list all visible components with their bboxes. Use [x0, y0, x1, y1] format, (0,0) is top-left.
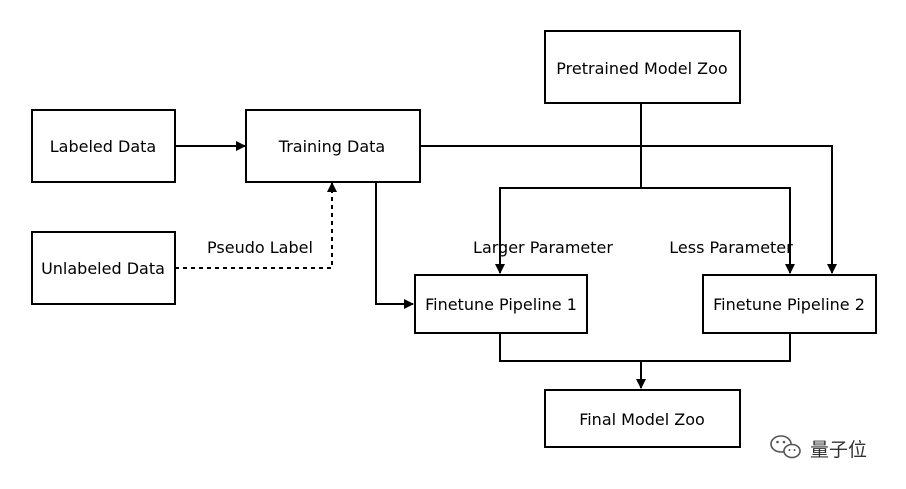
node-label: Pretrained Model Zoo — [556, 59, 727, 78]
node-unlabeled-data: Unlabeled Data — [31, 231, 176, 305]
node-label: Unlabeled Data — [41, 259, 165, 278]
watermark: 量子位 — [770, 435, 867, 461]
node-label: Training Data — [278, 137, 385, 156]
node-final-model-zoo: Final Model Zoo — [544, 389, 741, 448]
node-label: Labeled Data — [50, 137, 156, 156]
node-finetune-pipeline-1: Finetune Pipeline 1 — [414, 274, 588, 334]
node-labeled-data: Labeled Data — [31, 109, 176, 183]
node-training-data: Training Data — [245, 109, 421, 183]
edge-finetune-1-merge — [499, 333, 791, 362]
edges — [175, 103, 837, 389]
edge-label-larger-parameter: Larger Parameter — [473, 238, 613, 257]
node-label: Final Model Zoo — [579, 410, 705, 429]
node-label: Finetune Pipeline 1 — [425, 295, 577, 314]
node-finetune-pipeline-2: Finetune Pipeline 2 — [702, 274, 877, 334]
edge-label-less-parameter: Less Parameter — [669, 238, 793, 257]
node-pretrained-model-zoo: Pretrained Model Zoo — [544, 30, 741, 104]
edge-pretrained-to-finetune-2 — [641, 187, 795, 274]
edge-training-to-finetune-2 — [420, 145, 837, 274]
watermark-text: 量子位 — [810, 439, 867, 461]
wechat-icon — [770, 435, 801, 459]
edge-training-to-finetune-1 — [375, 183, 414, 309]
node-label: Finetune Pipeline 2 — [713, 295, 865, 314]
edge-pretrained-to-finetune-1 — [495, 187, 641, 274]
edge-label-pseudo-label: Pseudo Label — [207, 238, 313, 257]
